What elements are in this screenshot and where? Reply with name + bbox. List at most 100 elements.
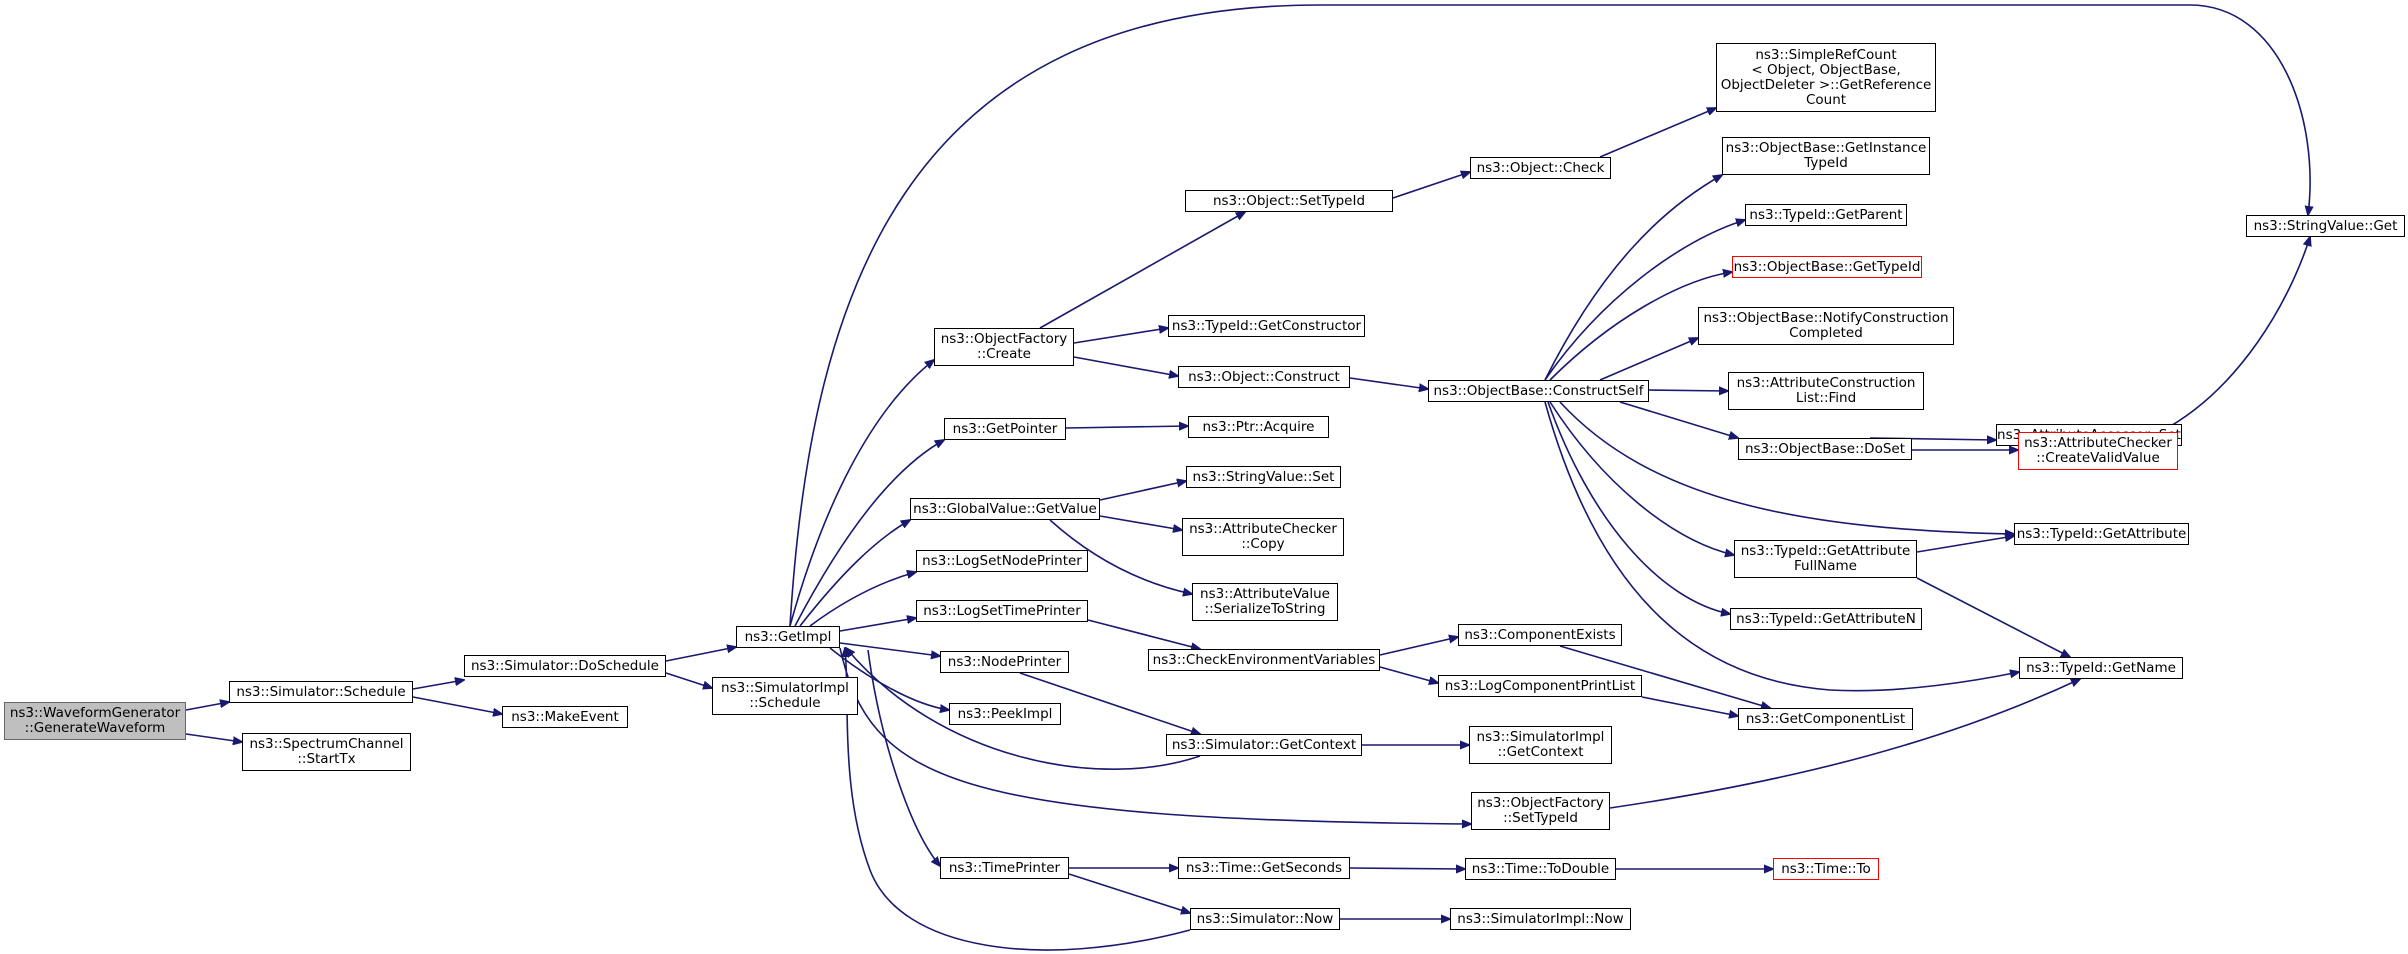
node-waveformgenerator-generatewaveform[interactable]: ns3::WaveformGenerator ::GenerateWavefor…: [4, 702, 186, 740]
edge-constructself-doset: [1619, 401, 1738, 438]
node-attributechecker-createvalidvalue[interactable]: ns3::AttributeChecker ::CreateValidValue: [2018, 432, 2178, 470]
node-object-settypeid[interactable]: ns3::Object::SetTypeId: [1185, 190, 1393, 212]
node-simulatorimpl-getcontext[interactable]: ns3::SimulatorImpl ::GetContext: [1469, 726, 1612, 764]
node-getimpl[interactable]: ns3::GetImpl: [736, 626, 840, 648]
edge-getimpl-timeprinter: [867, 649, 940, 866]
edge-getseconds-todouble: [1349, 868, 1465, 869]
edge-constructself-getparent: [1544, 220, 1745, 381]
edge-constructself-getname: [1544, 401, 2019, 692]
edge-getimpl-peekimpl: [829, 647, 949, 710]
node-simulator-schedule[interactable]: ns3::Simulator::Schedule: [229, 681, 413, 703]
edge-constructself-getattributen: [1547, 401, 1730, 614]
edge-getimpl-getpointer: [794, 440, 944, 627]
edge-checkenv-logcomponentprintlist: [1379, 666, 1438, 683]
edge-globalvalue-serializetostring: [1049, 519, 1192, 594]
node-typeid-getattributefullname[interactable]: ns3::TypeId::GetAttribute FullName: [1734, 540, 1917, 578]
node-simplerefcount-getreferencecount[interactable]: ns3::SimpleRefCount < Object, ObjectBase…: [1716, 43, 1936, 112]
edge-constructself-gettypeid: [1549, 272, 1732, 381]
edge-getimpl-objectfactorycreate: [789, 360, 934, 627]
node-checkenvironmentvariables[interactable]: ns3::CheckEnvironmentVariables: [1148, 649, 1380, 671]
node-typeid-getname[interactable]: ns3::TypeId::GetName: [2019, 657, 2183, 679]
edge-getimpl-stringvalueget: [789, 4, 2310, 627]
node-logsettimeprinter[interactable]: ns3::LogSetTimePrinter: [916, 600, 1088, 622]
edge-getimpl-nodeprinter: [839, 642, 940, 656]
edge-getimpl-globalvalue: [799, 520, 910, 627]
node-spectrumchannel-starttx[interactable]: ns3::SpectrumChannel ::StartTx: [242, 733, 411, 771]
node-simulator-doschedule[interactable]: ns3::Simulator::DoSchedule: [464, 655, 666, 677]
node-time-todouble[interactable]: ns3::Time::ToDouble: [1465, 858, 1616, 880]
edge-componentexists-getcomponentlist: [1559, 645, 1770, 708]
node-typeid-getparent[interactable]: ns3::TypeId::GetParent: [1745, 204, 1907, 226]
node-objectbase-constructself[interactable]: ns3::ObjectBase::ConstructSelf: [1428, 380, 1649, 402]
node-simulatorimpl-now[interactable]: ns3::SimulatorImpl::Now: [1450, 908, 1631, 930]
edge-getattributefullname-getname: [1916, 577, 2070, 657]
node-timeprinter[interactable]: ns3::TimePrinter: [940, 857, 1069, 879]
node-getpointer[interactable]: ns3::GetPointer: [944, 418, 1066, 440]
edge-construct-constructself: [1349, 377, 1428, 389]
edge-objectcheck-getreferencecount: [1599, 108, 1716, 158]
edge-create-settypeid: [1039, 212, 1245, 329]
edge-simnow-getimpl: [845, 648, 1191, 951]
edge-checkenv-componentexists: [1379, 637, 1458, 656]
node-time-to[interactable]: ns3::Time::To: [1773, 858, 1879, 880]
node-objectbase-getinstancetypeid[interactable]: ns3::ObjectBase::GetInstance TypeId: [1722, 137, 1930, 175]
node-object-check[interactable]: ns3::Object::Check: [1470, 157, 1611, 179]
edge-globalvalue-checkercopy: [1099, 515, 1182, 530]
node-simulatorimpl-schedule[interactable]: ns3::SimulatorImpl ::Schedule: [712, 677, 858, 715]
node-makeevent[interactable]: ns3::MakeEvent: [502, 706, 628, 728]
edge-doschedule-simimplschedule: [665, 672, 712, 688]
node-simulator-getcontext[interactable]: ns3::Simulator::GetContext: [1166, 734, 1362, 756]
edge-timeprinter-simnow: [1068, 873, 1190, 913]
node-attributevalue-serializetostring[interactable]: ns3::AttributeValue ::SerializeToString: [1192, 583, 1338, 621]
node-stringvalue-set[interactable]: ns3::StringValue::Set: [1186, 466, 1341, 488]
node-simulator-now[interactable]: ns3::Simulator::Now: [1190, 908, 1340, 930]
edge-schedule-makeevent: [412, 696, 502, 714]
edge-constructself-getattribute: [1559, 401, 2014, 534]
node-peekimpl[interactable]: ns3::PeekImpl: [949, 703, 1061, 725]
edge-constructself-notifyconstruction: [1599, 338, 1698, 381]
edge-simgetcontext-getimpl: [846, 648, 1201, 770]
node-logsetnodeprinter[interactable]: ns3::LogSetNodePrinter: [916, 550, 1088, 572]
edge-schedule-doschedule: [412, 680, 464, 690]
edge-getimpl-objectfactorysettypeid: [839, 647, 1471, 824]
node-stringvalue-get[interactable]: ns3::StringValue::Get: [2246, 215, 2405, 237]
edge-getimpl-logsetnodeprinter: [809, 572, 916, 627]
edge-settypeid-objectcheck: [1392, 172, 1470, 199]
edge-getattributefullname-getattribute: [1916, 536, 2014, 553]
edge-globalvalue-stringvalueset: [1099, 481, 1186, 501]
edge-constructself-getinstancetypeid: [1544, 175, 1722, 381]
node-getcomponentlist[interactable]: ns3::GetComponentList: [1738, 708, 1913, 730]
edge-logsettimeprinter-checkenv: [1087, 619, 1200, 649]
edge-nodeprinter-simgetcontext: [1019, 672, 1200, 734]
node-ptr-acquire[interactable]: ns3::Ptr::Acquire: [1188, 416, 1329, 438]
edge-getimpl-logsettimeprinter: [839, 618, 916, 632]
node-componentexists[interactable]: ns3::ComponentExists: [1458, 624, 1622, 646]
node-objectfactory-create[interactable]: ns3::ObjectFactory ::Create: [934, 328, 1074, 366]
edge-constructself-getattributefullname: [1549, 401, 1734, 555]
edge-constructself-attrconstructionfind: [1648, 390, 1728, 391]
edge-create-getconstructor: [1073, 328, 1168, 344]
node-globalvalue-getvalue[interactable]: ns3::GlobalValue::GetValue: [910, 498, 1100, 520]
edge-logcomponentprintlist-getcomponentlist: [1641, 696, 1738, 716]
node-typeid-getattributen[interactable]: ns3::TypeId::GetAttributeN: [1730, 608, 1922, 630]
edge-createvalidvalue-stringvalueget: [2159, 237, 2310, 433]
edge-generatewaveform-starttx: [185, 733, 242, 742]
node-typeid-getconstructor[interactable]: ns3::TypeId::GetConstructor: [1168, 315, 1365, 337]
node-objectbase-notifyconstructioncompleted[interactable]: ns3::ObjectBase::NotifyConstruction Comp…: [1698, 307, 1954, 345]
edge-generatewaveform-schedule: [185, 702, 229, 711]
node-time-getseconds[interactable]: ns3::Time::GetSeconds: [1178, 857, 1350, 879]
node-objectbase-gettypeid[interactable]: ns3::ObjectBase::GetTypeId: [1732, 256, 1922, 278]
edge-create-construct: [1073, 356, 1178, 376]
edge-doschedule-getimpl: [665, 647, 736, 662]
node-logcomponentprintlist[interactable]: ns3::LogComponentPrintList: [1438, 675, 1642, 697]
node-typeid-getattribute[interactable]: ns3::TypeId::GetAttribute: [2014, 523, 2189, 545]
node-nodeprinter[interactable]: ns3::NodePrinter: [940, 651, 1069, 673]
node-attributeconstructionlist-find[interactable]: ns3::AttributeConstruction List::Find: [1728, 372, 1924, 410]
node-objectbase-doset[interactable]: ns3::ObjectBase::DoSet: [1738, 438, 1912, 460]
node-attributechecker-copy[interactable]: ns3::AttributeChecker ::Copy: [1182, 518, 1344, 556]
node-objectfactory-settypeid[interactable]: ns3::ObjectFactory ::SetTypeId: [1471, 792, 1610, 830]
node-object-construct[interactable]: ns3::Object::Construct: [1178, 366, 1350, 388]
edge-objectfactorysettypeid-getname: [1609, 679, 2080, 809]
